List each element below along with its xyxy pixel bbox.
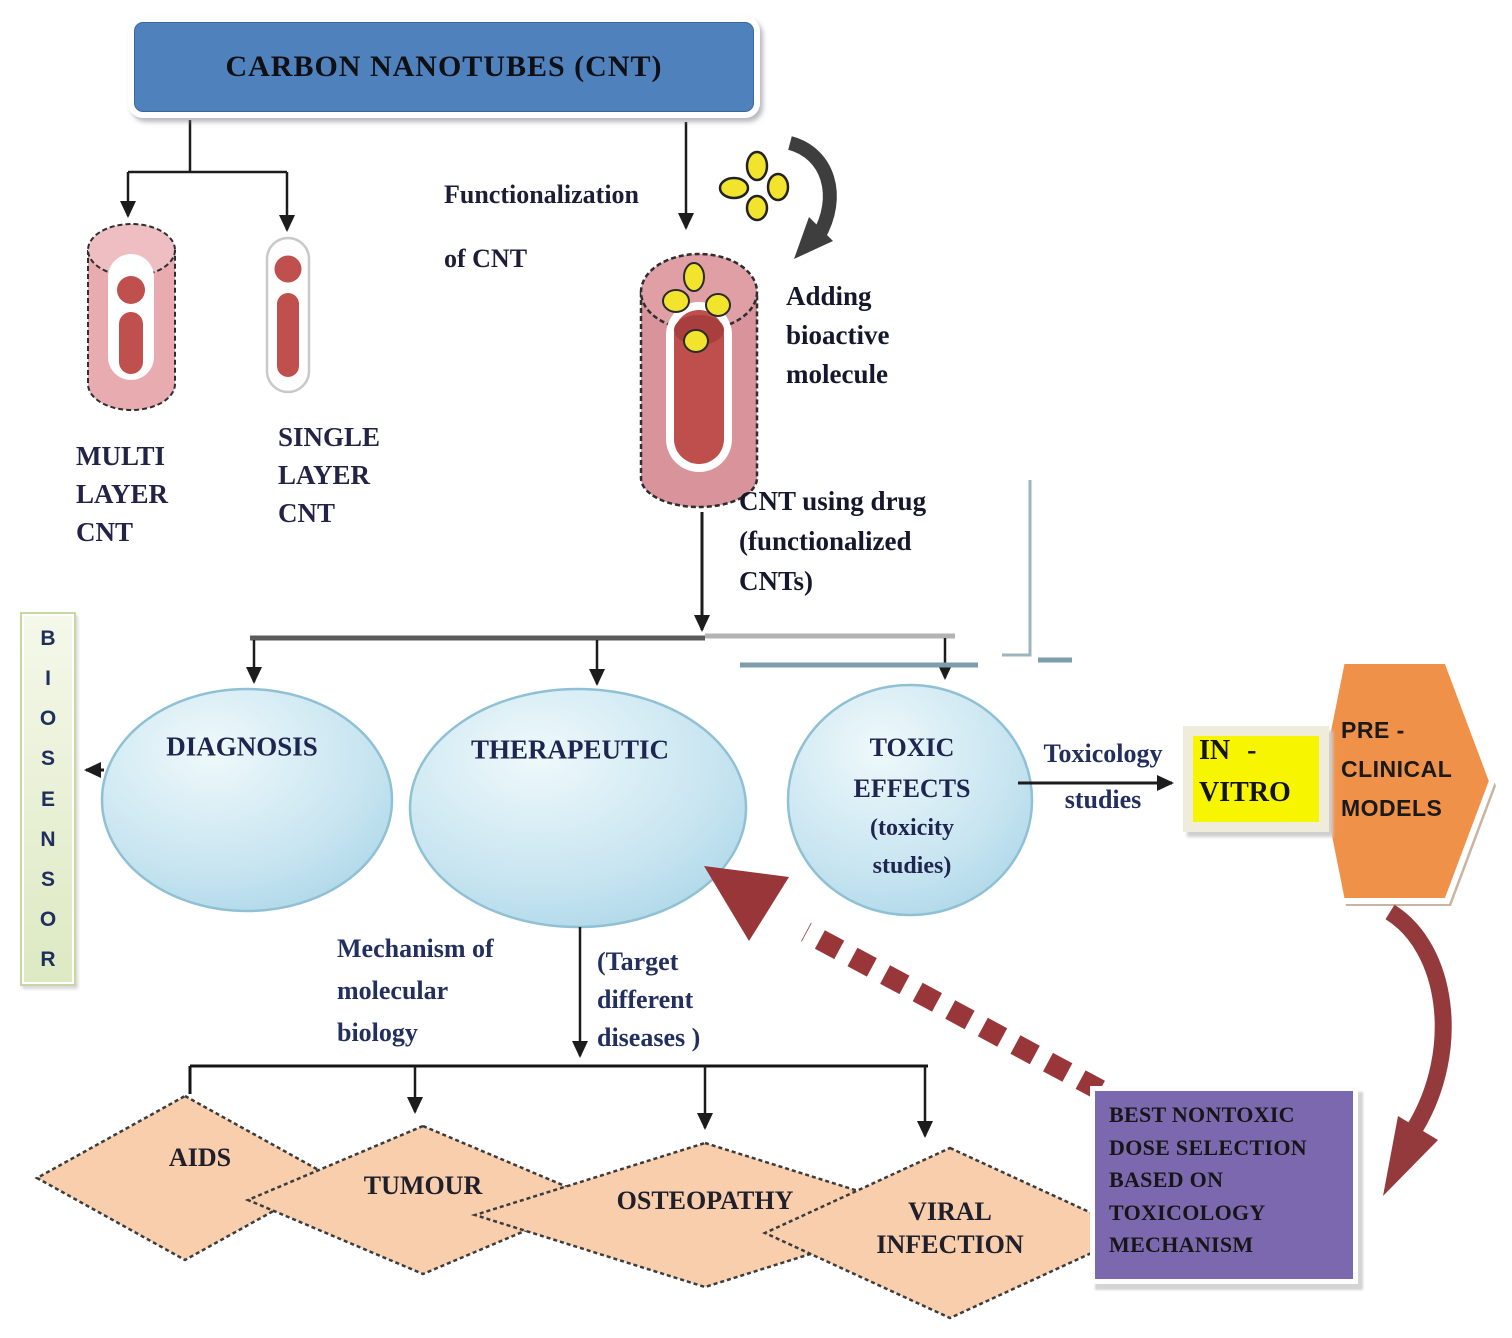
title-box: CARBON NANOTUBES (CNT) (128, 16, 760, 118)
page-title: CARBON NANOTUBES (CNT) (225, 50, 663, 83)
tumour-label: TUMOUR (363, 1171, 483, 1200)
adding-bioactive-label: Adding bioactive molecule (786, 281, 890, 389)
tumour-diamond (244, 1124, 602, 1276)
multi-layer-cnt-illustration (87, 223, 176, 411)
dose-selection-label: BEST NONTOXIC DOSE SELECTION BASED ON TO… (1109, 1102, 1307, 1257)
multi-layer-label: MULTI LAYER CNT (76, 441, 169, 547)
single-layer-cnt-illustration (265, 236, 311, 394)
diagnosis-label: DIAGNOSIS (166, 731, 318, 762)
functionalization-label: Functionalization of CNT (444, 180, 640, 273)
dashed-feedback-arrow (704, 866, 1105, 1100)
preclinical-hexagon (1314, 658, 1496, 906)
in-vitro-box-inner (1193, 736, 1319, 822)
cnt-using-drug-label: CNT using drug (functionalized CNTs) (739, 486, 927, 596)
applications-branch-connector (246, 633, 955, 686)
curved-arrow-icon (787, 136, 837, 259)
in-vitro-label: IN - VITRO (1199, 735, 1291, 808)
therapeutic-label: THERAPEUTIC (470, 734, 670, 765)
single-layer-label: SINGLE LAYER CNT (278, 422, 381, 528)
target-diseases-label: (Target different diseases ) (597, 947, 701, 1052)
toxic-effects-label: TOXIC EFFECTS (toxicity studies) (853, 733, 971, 879)
functionalized-cnt-illustration (639, 252, 759, 509)
osteopathy-label: OSTEOPATHY (616, 1186, 794, 1215)
preclinical-label: PRE - CLINICAL MODELS (1341, 717, 1453, 821)
disease-diamonds (34, 1094, 1138, 1320)
in-vitro-box: IN - VITRO (1183, 726, 1329, 832)
mechanism-label: Mechanism of molecular biology (337, 934, 494, 1047)
dose-selection-box: BEST NONTOXIC DOSE SELECTION BASED ON TO… (1090, 1086, 1358, 1284)
diseases-branch-connector (188, 1064, 933, 1138)
title-box-inner: CARBON NANOTUBES (CNT) (134, 22, 754, 112)
bioactive-molecules-icon (718, 150, 790, 222)
aids-diamond (34, 1094, 336, 1262)
title-branch-connector (120, 120, 295, 232)
aids-label: AIDS (168, 1143, 232, 1172)
bracket-artifact-lines (740, 480, 1072, 668)
biosensor-box: B I O S E N S O R (20, 612, 76, 986)
viral-infection-label: VIRAL INFECTION (876, 1197, 1024, 1259)
toxicology-studies-label: Toxicology studies (1043, 739, 1163, 814)
therapeutic-ellipse (408, 687, 748, 929)
viral-infection-diamond (762, 1146, 1138, 1320)
curved-down-arrow (1383, 904, 1452, 1196)
toxic-effects-ellipse (786, 683, 1034, 917)
diagnosis-ellipse (100, 687, 394, 913)
